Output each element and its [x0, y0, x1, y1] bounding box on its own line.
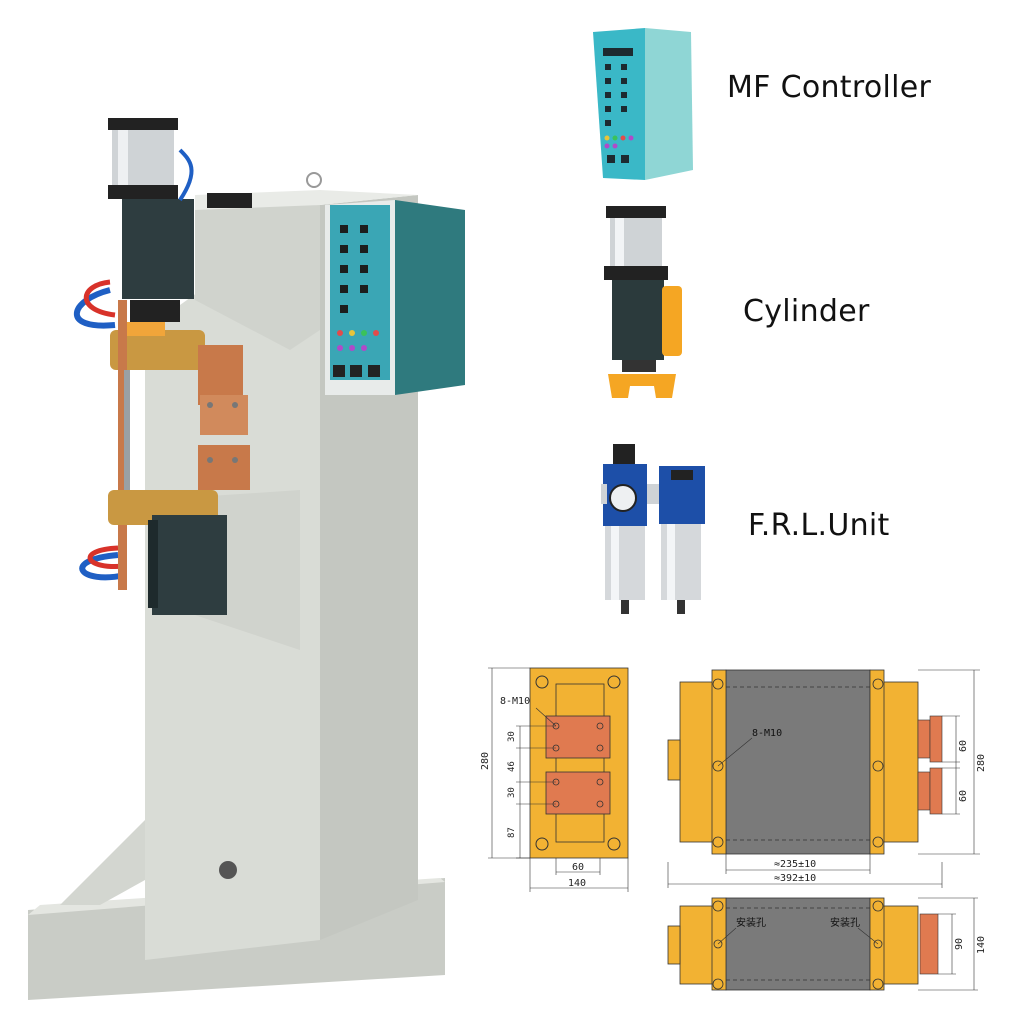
front-bolts-label: 8-M10: [752, 728, 782, 739]
base-screw: [219, 861, 237, 879]
side-dim-30a: 30: [507, 731, 517, 742]
top-dim-140: 140: [976, 936, 984, 954]
cylinder-icon: [604, 206, 682, 398]
front-dim-235: ≈235±10: [774, 859, 816, 870]
side-view-drawing: 8-M10 280 30 46 30 87 60 140: [480, 667, 629, 892]
side-bolts-label: 8-M10: [500, 696, 530, 707]
front-dim-60a: 60: [958, 740, 969, 752]
spot-welding-machine: [28, 118, 465, 1000]
side-dim-280: 280: [480, 752, 491, 770]
side-dim-46: 46: [507, 761, 517, 772]
frl-label: F.R.L.Unit: [748, 508, 890, 543]
upper-electrode-holder: [110, 330, 205, 370]
front-dim-60b: 60: [958, 790, 969, 802]
top-hole-left-label: 安装孔: [736, 916, 766, 929]
side-dim-140: 140: [568, 878, 586, 889]
controller-label: MF Controller: [727, 70, 932, 105]
side-dim-87: 87: [507, 827, 517, 838]
front-dim-392: ≈392±10: [774, 873, 816, 884]
front-dim-280: 280: [976, 754, 984, 772]
cylinder-label: Cylinder: [743, 294, 870, 329]
frl-unit-icon: [601, 444, 705, 614]
air-cylinder: [108, 118, 178, 130]
side-dim-30b: 30: [507, 787, 517, 798]
side-dim-60: 60: [572, 862, 584, 873]
top-hole-right-label: 安装孔: [830, 916, 860, 929]
top-view-drawing: 安装孔 安装孔 90 140: [667, 897, 984, 991]
electrode-rod: [118, 300, 127, 590]
front-view-drawing: 8-M10 60 60 280 ≈235±10 ≈392±10: [667, 669, 984, 888]
controller-icon: [593, 28, 693, 180]
top-dim-90: 90: [954, 938, 965, 950]
